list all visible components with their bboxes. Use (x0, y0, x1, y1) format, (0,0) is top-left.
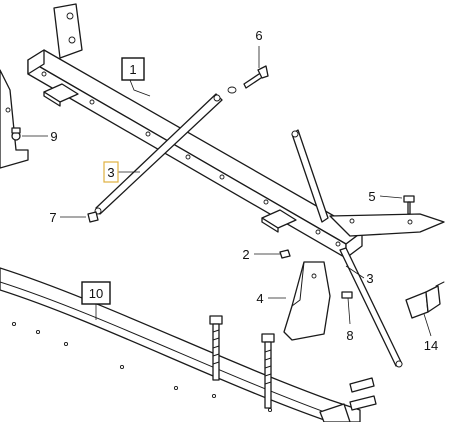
bracket-part-4 (283, 261, 331, 341)
long-bolt-left (209, 315, 223, 381)
left-side-bracket (0, 69, 29, 169)
svg-text:10: 10 (89, 286, 103, 301)
callout-6: 6 (255, 28, 262, 43)
upper-mount-bracket (53, 3, 83, 59)
svg-text:1: 1 (129, 62, 136, 77)
bolt-8 (341, 291, 353, 299)
callout-10: 10 (81, 281, 111, 305)
bolt-6 (227, 65, 269, 94)
callout-3-upper: 3 (103, 161, 119, 183)
bolt-5 (403, 195, 415, 215)
svg-text:3: 3 (107, 165, 114, 180)
beam-clip-right (261, 209, 297, 233)
nut-7 (87, 211, 99, 223)
sensor-part-14 (405, 281, 445, 319)
screw-2 (279, 249, 291, 259)
callout-4: 4 (256, 291, 263, 306)
callout-3-lower: 3 (366, 271, 373, 286)
long-bolt-right (261, 333, 275, 409)
callout-5: 5 (368, 189, 375, 204)
callout-7: 7 (49, 210, 56, 225)
bolt-9 (11, 127, 21, 141)
crossmember (27, 49, 363, 259)
callout-1: 1 (121, 57, 145, 81)
corner-bolts (319, 377, 377, 422)
callout-2: 2 (242, 247, 249, 262)
callout-14: 14 (424, 338, 438, 353)
beam-clip-left (43, 83, 79, 107)
right-mount-plate (329, 213, 445, 237)
leader-lines (22, 46, 432, 337)
callout-8: 8 (346, 328, 353, 343)
brace-strut-right (291, 129, 403, 368)
callout-9: 9 (50, 129, 57, 144)
